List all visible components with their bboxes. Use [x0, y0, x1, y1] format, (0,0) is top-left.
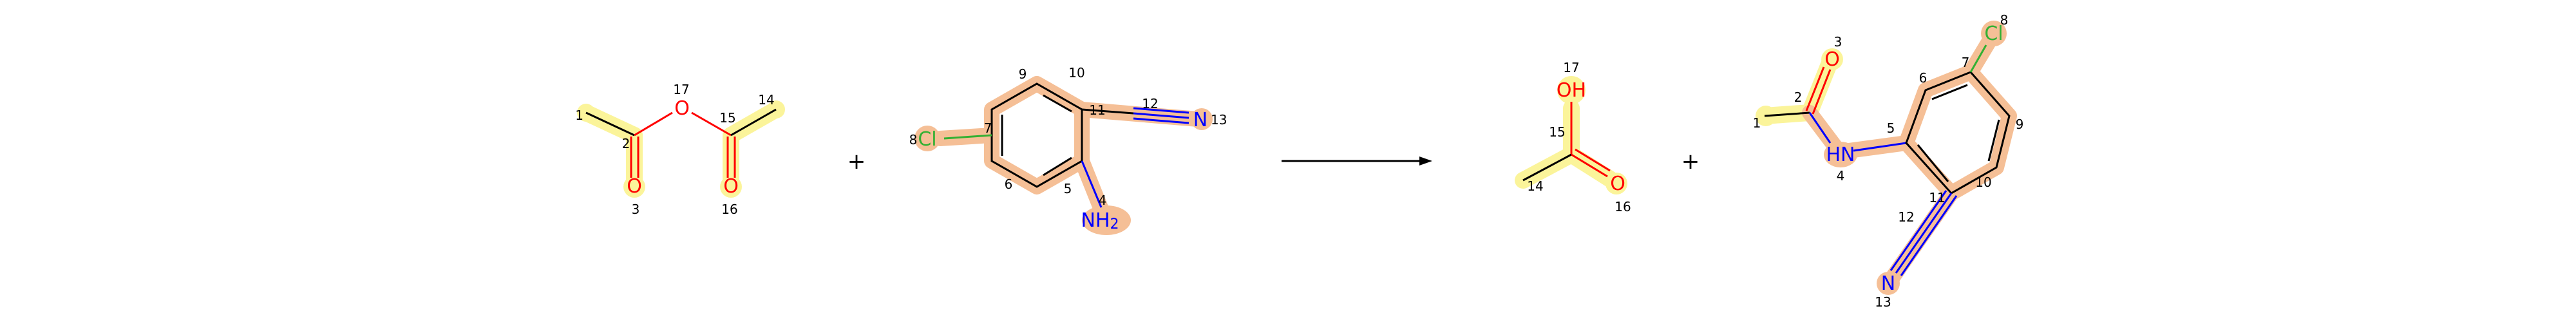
map-number-15: 15: [719, 110, 735, 126]
map-number-16: 16: [1615, 199, 1631, 214]
map-number-11: 11: [1089, 102, 1105, 118]
molecule-aminobenzonitrile: Cl N NH2 9 10 11 12 13 7 8 6 5 4: [909, 65, 1227, 235]
map-number-3: 3: [1834, 34, 1842, 50]
map-number-13: 13: [1211, 112, 1227, 128]
map-number-16: 16: [721, 202, 737, 217]
map-number-2: 2: [1794, 90, 1803, 105]
map-number-7: 7: [1962, 55, 1970, 70]
map-number-5: 5: [1887, 120, 1895, 136]
bonds: [943, 82, 1189, 208]
highlights: [1756, 21, 2017, 295]
map-number-11: 11: [1929, 190, 1945, 205]
highlight-nh2: [1082, 205, 1131, 235]
molecule-acetic-acid: OH O 17 15 14 16: [1515, 60, 1631, 214]
bonds: [1764, 44, 2011, 276]
atom-cl8: Cl: [918, 128, 936, 151]
atom-cl8: Cl: [1984, 23, 2003, 45]
map-number-2: 2: [622, 136, 630, 151]
atom-n13: N: [1193, 109, 1208, 131]
map-number-7: 7: [984, 120, 992, 136]
bonds: [585, 108, 777, 178]
map-number-1: 1: [575, 108, 583, 123]
atom-o17: O: [674, 97, 690, 120]
atom-o16: O: [1610, 173, 1625, 195]
map-number-15: 15: [1549, 124, 1565, 140]
map-number-1: 1: [1753, 115, 1761, 131]
map-number-9: 9: [1019, 66, 1027, 82]
map-number-14: 14: [1527, 178, 1543, 194]
atom-n13: N: [1881, 272, 1895, 295]
map-number-6: 6: [1005, 176, 1013, 192]
map-number-10: 10: [1975, 175, 1991, 190]
map-number-17: 17: [1563, 60, 1579, 75]
atom-nh2: NH2: [1081, 209, 1119, 232]
map-number-9: 9: [2016, 117, 2024, 132]
plus-sign: +: [848, 149, 866, 175]
atom-hn4: HN: [1826, 144, 1855, 166]
map-number-3: 3: [632, 202, 640, 217]
atom-oh17: OH: [1557, 79, 1586, 102]
map-number-6: 6: [1919, 70, 1927, 86]
map-number-4: 4: [1099, 193, 1107, 208]
atom-o3: O: [627, 175, 642, 198]
molecule-acetic-anhydride: O O O 1 2 3 17 15 14 16: [575, 82, 785, 217]
map-number-14: 14: [758, 92, 774, 108]
atom-o3: O: [1824, 48, 1840, 71]
map-number-8: 8: [2000, 12, 2009, 28]
bonds: [1522, 102, 1611, 182]
map-number-12: 12: [1898, 209, 1914, 225]
map-number-8: 8: [909, 132, 918, 147]
map-number-17: 17: [673, 82, 689, 97]
map-number-10: 10: [1068, 65, 1084, 80]
map-number-5: 5: [1064, 181, 1072, 196]
plus-sign: +: [1681, 149, 1700, 175]
reaction-arrow: [1282, 156, 1432, 166]
atom-o16: O: [723, 175, 739, 198]
map-number-12: 12: [1142, 96, 1158, 111]
map-number-13: 13: [1875, 294, 1891, 310]
map-number-4: 4: [1837, 168, 1845, 184]
molecule-acetamide: O HN Cl N 1 2 3 4 5 6 7 8 9 10 11 12 13: [1753, 12, 2024, 310]
